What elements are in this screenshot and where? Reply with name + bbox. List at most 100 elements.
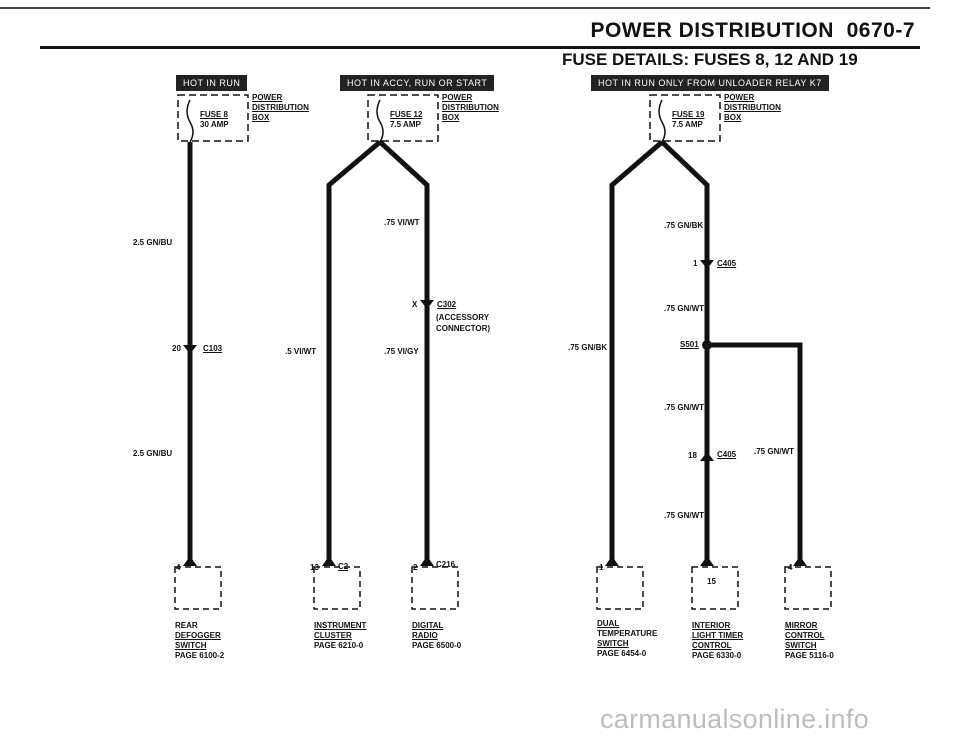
box-label-line: POWER: [252, 93, 283, 102]
component-line: MIRROR: [785, 621, 818, 630]
dual-temperature-switch-label: DUAL TEMPERATURE SWITCH PAGE 6454-0: [597, 619, 657, 659]
fuse-name: FUSE 12: [390, 110, 423, 119]
connector-note: (ACCESSORY: [436, 313, 490, 322]
fuse8-symbol: [186, 99, 194, 143]
component-page-ref: PAGE 6330-0: [692, 651, 742, 660]
connector-pin: 1: [599, 563, 604, 572]
connector-pin: 18: [688, 451, 697, 460]
section-subtitle: FUSE DETAILS: FUSES 8, 12 AND 19: [562, 50, 858, 69]
fuse19-label: FUSE 19 7.5 AMP: [672, 110, 704, 130]
connector-pin: X: [412, 300, 418, 309]
instrument-cluster-label: INSTRUMENT CLUSTER PAGE 6210-0: [314, 621, 366, 651]
connector-id: C302: [437, 300, 457, 309]
wire-label: .75 VI/WT: [384, 218, 420, 227]
wire-fuse12-ic: [326, 140, 382, 560]
component-line: REAR: [175, 621, 198, 630]
connector-id: C103: [203, 344, 223, 353]
c405b-connector: [700, 452, 714, 461]
c103-connector: [183, 345, 197, 354]
fuse8-box-label: POWER DISTRIBUTION BOX: [252, 93, 309, 123]
s501-splice: [702, 340, 712, 350]
wire-fuse19-ilt: [660, 140, 710, 560]
component-page-ref: PAGE 6454-0: [597, 649, 647, 658]
interior-light-timer-label: INTERIOR LIGHT TIMER CONTROL PAGE 6330-0: [692, 621, 743, 661]
header-rule: [40, 46, 920, 49]
rdf-connector: [183, 556, 197, 566]
component-line: RADIO: [412, 631, 438, 640]
connector-pin: 15: [707, 577, 716, 586]
fuse12-box-label: POWER DISTRIBUTION BOX: [442, 93, 499, 123]
connector-id: C2: [338, 562, 349, 571]
component-line: DUAL: [597, 619, 620, 628]
fuse19-symbol: [658, 99, 666, 143]
dr-box: [411, 566, 459, 610]
connector-pin: 1: [693, 259, 698, 268]
c405a-connector: [700, 260, 714, 269]
fuse12-label: FUSE 12 7.5 AMP: [390, 110, 422, 130]
fuse-name: FUSE 8: [200, 110, 229, 119]
mirror-control-switch-label: MIRROR CONTROL SWITCH PAGE 5116-0: [785, 621, 834, 661]
connector-note: CONNECTOR): [436, 324, 491, 333]
connector-pin: 4: [176, 563, 181, 572]
hot-in-run-relay-badge: HOT IN RUN ONLY FROM UNLOADER RELAY K7: [591, 75, 829, 91]
component-page-ref: PAGE 6100-2: [175, 651, 225, 660]
wire-s501-mcs: [707, 342, 803, 560]
component-page-ref: PAGE 6500-0: [412, 641, 462, 650]
splice-id: S501: [680, 340, 699, 349]
connector-pin: 20: [172, 344, 181, 353]
page-title: POWER DISTRIBUTION 0670-7: [590, 19, 915, 42]
component-page-ref: PAGE 5116-0: [785, 651, 834, 660]
component-line: CONTROL: [692, 641, 732, 650]
top-border-line: [0, 7, 930, 9]
box-label-line: DISTRIBUTION: [442, 103, 499, 112]
c302-connector: [420, 300, 434, 309]
mcs-connector: [793, 556, 807, 566]
fuse19-box-label: POWER DISTRIBUTION BOX: [724, 93, 781, 123]
wire-label: .75 GN/BK: [664, 221, 704, 230]
component-line: CONTROL: [785, 631, 825, 640]
component-line: DIGITAL: [412, 621, 444, 630]
wire-label: 2.5 GN/BU: [133, 449, 173, 458]
fuse-rating: 30 AMP: [200, 120, 229, 129]
fuse-name: FUSE 19: [672, 110, 705, 119]
digital-radio-label: DIGITAL RADIO PAGE 6500-0: [412, 621, 461, 651]
box-label-line: BOX: [442, 113, 460, 122]
component-line: INTERIOR: [692, 621, 731, 630]
connector-id: C405: [717, 450, 737, 459]
connector-pin: 4: [788, 563, 793, 572]
wire-label: .75 GN/WT: [664, 304, 705, 313]
hot-in-accy-badge: HOT IN ACCY, RUN OR START: [340, 75, 495, 91]
component-line: DEFOGGER: [175, 631, 221, 640]
box-label-line: POWER: [442, 93, 473, 102]
wire-label: .75 GN/WT: [754, 447, 795, 456]
watermark: carmanualsonline.info: [600, 704, 869, 734]
dtc-box: [596, 566, 644, 610]
dtc-connector: [605, 556, 619, 566]
fuse8-box: [177, 94, 249, 142]
component-line: LIGHT TIMER: [692, 631, 744, 640]
ic-box: [313, 566, 361, 610]
component-line: SWITCH: [597, 639, 629, 648]
hot-in-run-badge: HOT IN RUN: [176, 75, 248, 91]
fuse-rating: 7.5 AMP: [672, 120, 703, 129]
box-label-line: BOX: [724, 113, 742, 122]
component-page-ref: PAGE 6210-0: [314, 641, 364, 650]
fuse19-box: [649, 94, 721, 142]
component-line: SWITCH: [785, 641, 817, 650]
mcs-box: [784, 566, 832, 610]
fuse12-box: [367, 94, 439, 142]
ic-connector: [322, 556, 336, 566]
rear-defogger-switch-label: REAR DEFOGGER SWITCH PAGE 6100-2: [175, 621, 224, 661]
box-label-line: DISTRIBUTION: [252, 103, 309, 112]
connector-id: C405: [717, 259, 737, 268]
component-line: TEMPERATURE: [597, 629, 658, 638]
wire-label: 2.5 GN/BU: [133, 238, 173, 247]
connector-id: C216: [436, 560, 456, 569]
component-line: INSTRUMENT: [314, 621, 367, 630]
wire-label: .5 VI/WT: [285, 347, 317, 356]
wire-fuse12-dr: [378, 140, 430, 560]
fuse-rating: 7.5 AMP: [390, 120, 421, 129]
fuse8-label: FUSE 8 30 AMP: [200, 110, 229, 130]
wire-label: .75 GN/WT: [664, 511, 705, 520]
